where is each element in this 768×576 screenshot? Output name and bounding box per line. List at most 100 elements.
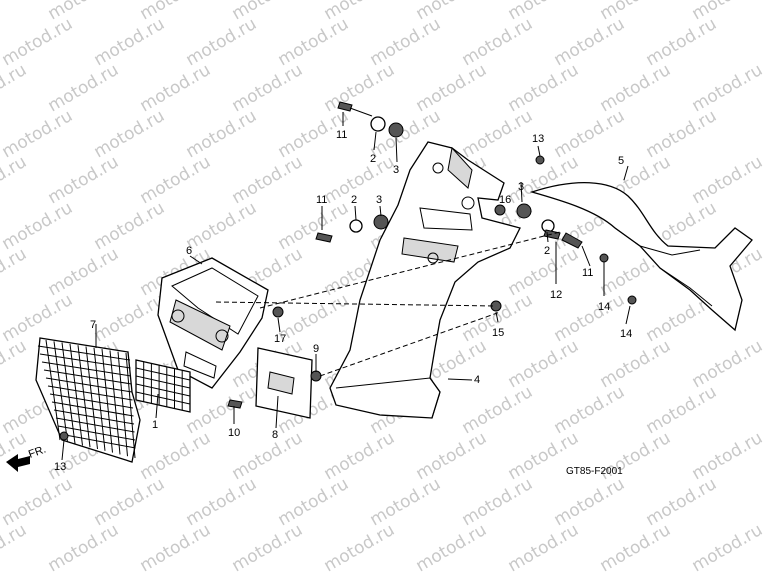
watermark-text: motod.ru [505, 60, 583, 116]
lens-grid-line [37, 345, 131, 361]
watermark-text: motod.ru [275, 198, 353, 254]
watermark-text: motod.ru [321, 428, 399, 484]
watermark-text: motod.ru [229, 520, 307, 576]
lens-grid-line [53, 409, 135, 425]
watermark-text: motod.ru [0, 198, 76, 254]
watermark-text: motod.ru [91, 106, 169, 162]
callout-4: 4 [474, 374, 480, 386]
watermark-text: motod.ru [183, 474, 261, 530]
callout-2: 2 [351, 194, 357, 206]
front-direction-label: FR. [27, 443, 48, 460]
watermark-text: motod.ru [0, 336, 30, 392]
callout-3: 3 [518, 181, 524, 193]
lens-grid-line [53, 341, 68, 442]
lens-grid-line [41, 361, 132, 377]
callout-2: 2 [370, 153, 376, 165]
callout-labels: 11 2 3 13 5 3 16 11 2 3 2 11 6 12 14 7 1… [54, 129, 632, 473]
watermark-text: motod.ru [183, 106, 261, 162]
callout-5: 5 [618, 155, 624, 167]
lens-grid-pattern [37, 339, 136, 459]
watermark-text: motod.ru [551, 106, 629, 162]
callout-13: 13 [532, 133, 544, 145]
reflector-grid-line [135, 383, 191, 397]
watermark-text: motod.ru [551, 14, 629, 70]
watermark-text: motod.ru [597, 520, 675, 576]
watermark-text: motod.ru [643, 14, 721, 70]
watermark-text: motod.ru [229, 152, 307, 208]
lens-grid-line [45, 339, 61, 441]
license-plate-part-8 [255, 347, 313, 419]
callout-17: 17 [274, 333, 286, 345]
lens-grid-line [39, 353, 131, 369]
lens-grid-line [93, 347, 106, 451]
watermark-text: motod.ru [91, 474, 169, 530]
watermark-text: motod.ru [367, 474, 445, 530]
watermark-text: motod.ru [0, 106, 76, 162]
watermark-text: motod.ru [689, 152, 767, 208]
lens-grid-line [47, 385, 133, 401]
watermark-text: motod.ru [459, 382, 537, 438]
watermark-text: motod.ru [643, 106, 721, 162]
reflector-part-1 [135, 359, 191, 413]
callout-8: 8 [272, 429, 278, 441]
diagram-code: GT85-F2001 [566, 466, 623, 477]
leader-lines [61, 112, 631, 461]
callout-13: 13 [54, 461, 66, 473]
watermark-text: motod.ru [45, 60, 123, 116]
watermark-text: motod.ru [0, 520, 30, 576]
callout-11: 11 [582, 267, 593, 279]
watermark-text: motod.ru [45, 244, 123, 300]
watermark-text: motod.ru [505, 520, 583, 576]
watermark-text: motod.ru [91, 290, 169, 346]
rear-fender-part-4 [329, 141, 521, 419]
callout-1: 1 [152, 419, 158, 431]
watermark-text: motod.ru [137, 60, 215, 116]
watermark-text: motod.ru [0, 14, 76, 70]
watermark-text: motod.ru [45, 520, 123, 576]
watermark-text: motod.ru [551, 474, 629, 530]
watermark-text: motod.ru [689, 60, 767, 116]
watermark-text: motod.ru [413, 428, 491, 484]
lens-grid-line [125, 352, 136, 459]
callout-14: 14 [620, 328, 632, 340]
watermark-text: motod.ru [137, 520, 215, 576]
fasteners [59, 101, 637, 441]
tail-lens-part-7 [35, 337, 141, 463]
callout-6: 6 [186, 245, 192, 257]
watermark-text: motod.ru [183, 198, 261, 254]
watermark-text: motod.ru [229, 60, 307, 116]
callout-10: 10 [228, 427, 240, 439]
watermark-text: motod.ru [137, 152, 215, 208]
watermark-text: motod.ru [321, 152, 399, 208]
watermark-text: motod.ru [91, 14, 169, 70]
callout-16: 16 [499, 194, 511, 206]
lens-grid-line [49, 393, 134, 409]
watermark-text: motod.ru [45, 152, 123, 208]
watermark-text: motod.ru [321, 60, 399, 116]
watermark-text: motod.ru [367, 14, 445, 70]
callout-7: 7 [90, 319, 96, 331]
watermark-text: motod.ru [597, 60, 675, 116]
reflector-grid-pattern [135, 361, 191, 411]
lens-grid-line [45, 377, 133, 393]
watermark-text: motod.ru [689, 336, 767, 392]
lens-grid-line [57, 425, 136, 441]
callout-11: 11 [336, 129, 347, 141]
watermark-text: motod.ru [183, 382, 261, 438]
callout-3: 3 [376, 194, 382, 206]
lens-grid-line [51, 401, 134, 417]
reflector-grid-line [135, 375, 191, 389]
lens-grid-line [69, 343, 83, 446]
watermark-text: motod.ru [505, 336, 583, 392]
lens-grid-line [59, 433, 136, 449]
callout-9: 9 [313, 343, 319, 355]
watermark-text: motod.ru [459, 474, 537, 530]
callout-2: 2 [544, 245, 550, 257]
lens-grid-line [61, 342, 76, 444]
front-direction-indicator: FR. [6, 443, 48, 472]
watermark-text: motod.ru [413, 60, 491, 116]
tail-light-housing-part-6 [157, 257, 269, 389]
watermark-text: motod.ru [597, 336, 675, 392]
watermark-text: motod.ru [0, 474, 76, 530]
